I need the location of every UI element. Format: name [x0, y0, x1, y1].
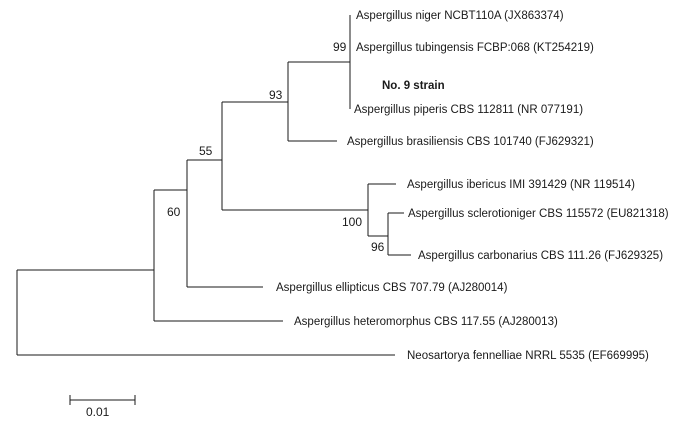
tree-branches — [16, 15, 411, 356]
taxon-label: Aspergillus brasiliensis CBS 101740 (FJ6… — [347, 136, 594, 148]
taxon-label-highlight: No. 9 strain — [382, 80, 445, 92]
bootstrap-value: 60 — [167, 205, 181, 219]
bootstrap-value: 100 — [342, 215, 362, 229]
taxon-labels: Aspergillus niger NCBT110A (JX863374) As… — [276, 10, 669, 362]
bootstrap-value: 55 — [199, 144, 213, 158]
taxon-label: Aspergillus tubingensis FCBP:068 (KT2542… — [356, 42, 594, 54]
taxon-label: Aspergillus sclerotioniger CBS 115572 (E… — [408, 208, 669, 220]
taxon-label: Aspergillus piperis CBS 112811 (NR 07719… — [354, 104, 583, 116]
bootstrap-values: 99 93 55 100 96 60 — [167, 40, 385, 254]
taxon-label: Aspergillus ellipticus CBS 707.79 (AJ280… — [276, 282, 508, 294]
bootstrap-value: 96 — [371, 240, 385, 254]
scale-bar-label: 0.01 — [86, 405, 110, 419]
bootstrap-value: 99 — [333, 40, 347, 54]
bootstrap-value: 93 — [269, 88, 283, 102]
taxon-label: Neosartorya fennelliae NRRL 5535 (EF6699… — [407, 350, 649, 362]
scale-bar: 0.01 — [69, 395, 136, 419]
taxon-label: Aspergillus carbonarius CBS 111.26 (FJ62… — [418, 250, 663, 262]
taxon-label: Aspergillus heteromorphus CBS 117.55 (AJ… — [294, 316, 558, 328]
taxon-label: Aspergillus ibericus IMI 391429 (NR 1195… — [407, 179, 635, 191]
taxon-label: Aspergillus niger NCBT110A (JX863374) — [356, 10, 564, 22]
